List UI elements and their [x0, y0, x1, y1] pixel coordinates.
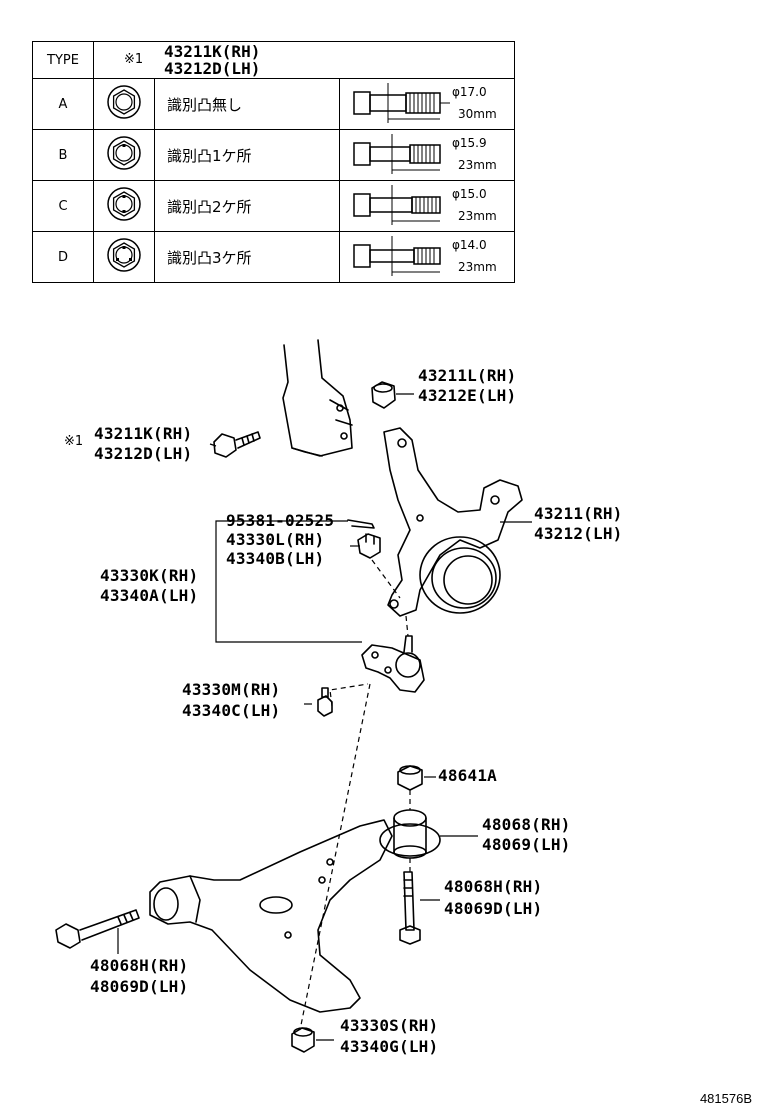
label-43211K: 43211K(RH): [94, 424, 193, 443]
label-48068H-left: 48068H(RH): [90, 956, 189, 975]
bolt-spec-cell: φ14.0 23mm: [339, 231, 515, 283]
table-part-header: ※1 43211K(RH) 43212D(LH): [93, 41, 515, 79]
label-43340A: 43340A(LH): [100, 586, 199, 605]
bolt-length: 23mm: [458, 158, 497, 172]
bolt-icon: [399, 871, 421, 945]
bolt-diameter: φ14.0: [452, 238, 487, 252]
nut-icon: [397, 765, 423, 791]
bolt-spec-cell: φ15.9 23mm: [339, 129, 515, 181]
label-43212: 43212(LH): [534, 524, 623, 543]
bolt-diameter: φ15.0: [452, 187, 487, 201]
bolt-spec-cell: φ17.0 30mm: [339, 78, 515, 130]
bolt-side-icon: [353, 236, 441, 276]
label-43211L: 43211L(RH): [418, 366, 517, 385]
label-43330K: 43330K(RH): [100, 566, 199, 585]
table-header-row: TYPE ※1 43211K(RH) 43212D(LH): [32, 41, 515, 79]
bolt-diameter: φ17.0: [452, 85, 487, 99]
reference-mark: ※1: [124, 52, 144, 67]
row-desc: 識別凸3ケ所: [154, 231, 340, 283]
illustration-ref-number: 481576B: [699, 1091, 752, 1106]
bolt-side-icon: [353, 83, 450, 123]
strut-icon: [282, 339, 353, 457]
bolt-diameter: φ15.9: [452, 136, 487, 150]
label-48641A: 48641A: [438, 766, 497, 785]
bushing-icon: [379, 809, 441, 859]
label-48068: 48068(RH): [482, 815, 571, 834]
castle-nut-icon: [357, 533, 381, 559]
label-43330L: 43330L(RH): [226, 530, 325, 549]
label-43340B: 43340B(LH): [226, 549, 325, 568]
header-part-lh: 43212D(LH): [164, 59, 261, 78]
label-48069D-left: 48069D(LH): [90, 977, 189, 996]
label-48068H-right: 48068H(RH): [444, 877, 543, 896]
bolt-icon: [55, 909, 140, 949]
row-type: C: [32, 180, 94, 232]
bolt-icon: [213, 431, 261, 458]
bolt-length: 23mm: [458, 260, 497, 274]
lower-control-arm-icon: [149, 819, 393, 1013]
bolt-type-table: TYPE ※1 43211K(RH) 43212D(LH) A 識別凸無し φ1…: [32, 41, 515, 283]
row-type: B: [32, 129, 94, 181]
label-43211: 43211(RH): [534, 504, 623, 523]
label-95381-02525: 95381-02525: [226, 511, 335, 530]
bolt-length: 30mm: [458, 107, 497, 121]
bolt-head-icon: [93, 78, 155, 130]
bolt-spec-cell: φ15.0 23mm: [339, 180, 515, 232]
nut-icon: [371, 381, 396, 409]
table-row: C 識別凸2ケ所 φ15.0 23mm: [32, 180, 515, 232]
header-part-rh: 43211K(RH): [164, 42, 261, 61]
row-desc: 識別凸2ケ所: [154, 180, 340, 232]
cotter-pin-icon: [347, 519, 375, 529]
table-row: B 識別凸1ケ所 φ15.9 23mm: [32, 129, 515, 181]
bolt-side-icon: [353, 185, 441, 225]
label-43330M: 43330M(RH): [182, 680, 281, 699]
steering-knuckle-icon: [383, 427, 523, 617]
bolt-length: 23mm: [458, 209, 497, 223]
label-48069: 48069(LH): [482, 835, 571, 854]
bolt-head-icon: [93, 231, 155, 283]
label-43330S: 43330S(RH): [340, 1016, 439, 1035]
bolt-icon: [317, 687, 333, 717]
label-43340G: 43340G(LH): [340, 1037, 439, 1056]
bolt-side-icon: [353, 134, 441, 174]
bolt-head-icon: [93, 180, 155, 232]
table-row: D 識別凸3ケ所 φ14.0 23mm: [32, 231, 515, 283]
nut-icon: [291, 1027, 315, 1053]
label-43212D: 43212D(LH): [94, 444, 193, 463]
label-48069D-right: 48069D(LH): [444, 899, 543, 918]
ball-joint-icon: [361, 635, 425, 693]
label-43212E: 43212E(LH): [418, 386, 517, 405]
label-43340C: 43340C(LH): [182, 701, 281, 720]
type-header: TYPE: [32, 41, 94, 79]
label-mark: ※1: [64, 434, 84, 449]
